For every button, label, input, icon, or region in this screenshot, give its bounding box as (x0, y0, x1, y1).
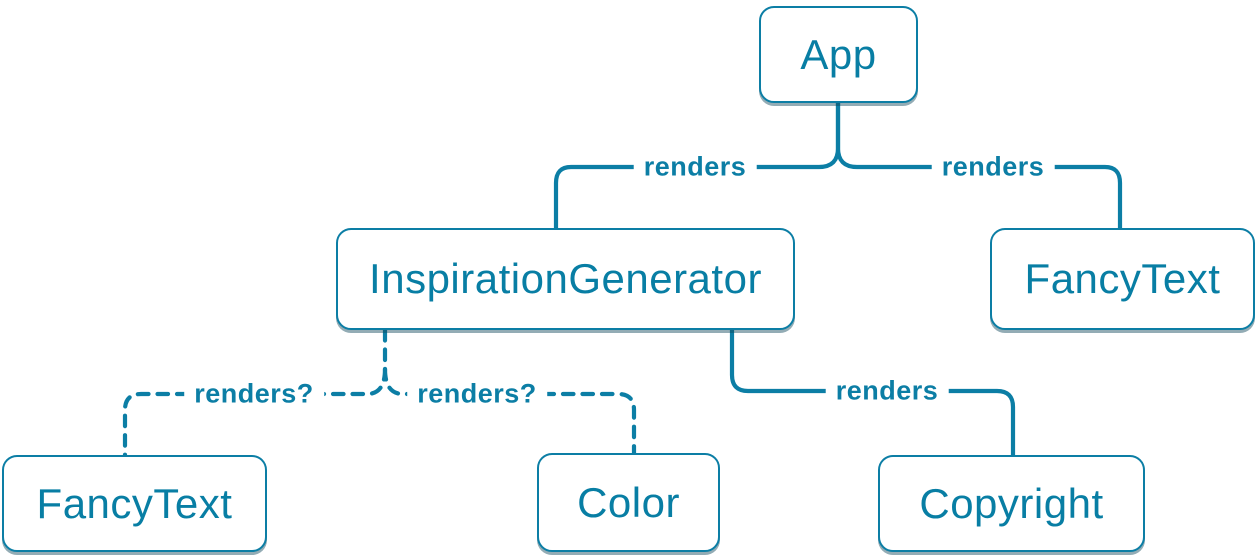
edge-label-app-inspirationgenerator: renders (633, 150, 757, 184)
node-color-label: Color (577, 478, 680, 526)
node-app-label: App (800, 30, 877, 78)
edge-inspirationgenerator-fancytext-line (122, 366, 388, 458)
edge-label-inspirationgenerator-color: renders? (407, 377, 547, 411)
edge-label-inspirationgenerator-fancytext: renders? (184, 377, 324, 411)
node-fancy-text-top: FancyText (990, 228, 1255, 330)
node-fancy-text-top-label: FancyText (1024, 255, 1221, 302)
edge-label-inspirationgenerator-copyright: renders (825, 374, 949, 408)
node-color: Color (537, 453, 720, 552)
node-fancy-text-bottom: FancyText (2, 455, 267, 552)
node-app: App (759, 6, 918, 103)
node-inspiration-generator-label: InspirationGenerator (369, 255, 762, 302)
node-copyright: Copyright (878, 455, 1145, 552)
node-inspiration-generator: InspirationGenerator (336, 228, 795, 330)
node-fancy-text-bottom-label: FancyText (36, 479, 233, 527)
node-copyright-label: Copyright (919, 479, 1104, 527)
edge-label-app-fancytext: renders (931, 150, 1055, 184)
